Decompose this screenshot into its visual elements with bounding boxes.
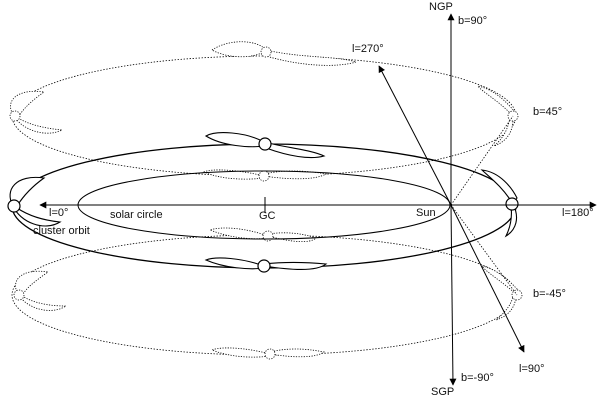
galactic-axes [39, 13, 597, 386]
b45-line [450, 115, 514, 206]
upper-orbit-ring [11, 55, 517, 177]
l180-label: l=180° [562, 207, 594, 219]
lower-orbit-ring [11, 234, 517, 356]
lower-streams [13, 227, 523, 360]
sgp-label: SGP [431, 386, 455, 398]
bm45-line [450, 204, 518, 296]
l270-label: l=270° [352, 43, 384, 55]
bm90-label: b=-90° [461, 372, 494, 384]
b90-label: b=90° [458, 15, 488, 27]
l90-label: l=90° [519, 363, 545, 375]
b45-label: b=45° [533, 106, 563, 118]
gc-label: GC [259, 210, 276, 222]
solar-circle-label: solar circle [110, 209, 163, 221]
l0-label: l=0° [49, 207, 69, 219]
cluster-orbit-label: cluster orbit [33, 225, 90, 237]
main-streams [7, 132, 519, 273]
upper-streams [9, 41, 519, 182]
sun-label: Sun [416, 207, 436, 219]
l270-l90-axis [378, 65, 452, 206]
cluster-orbit-ellipse [11, 143, 517, 269]
bm45-label: b=-45° [533, 288, 566, 300]
ngp-label: NGP [429, 1, 453, 13]
